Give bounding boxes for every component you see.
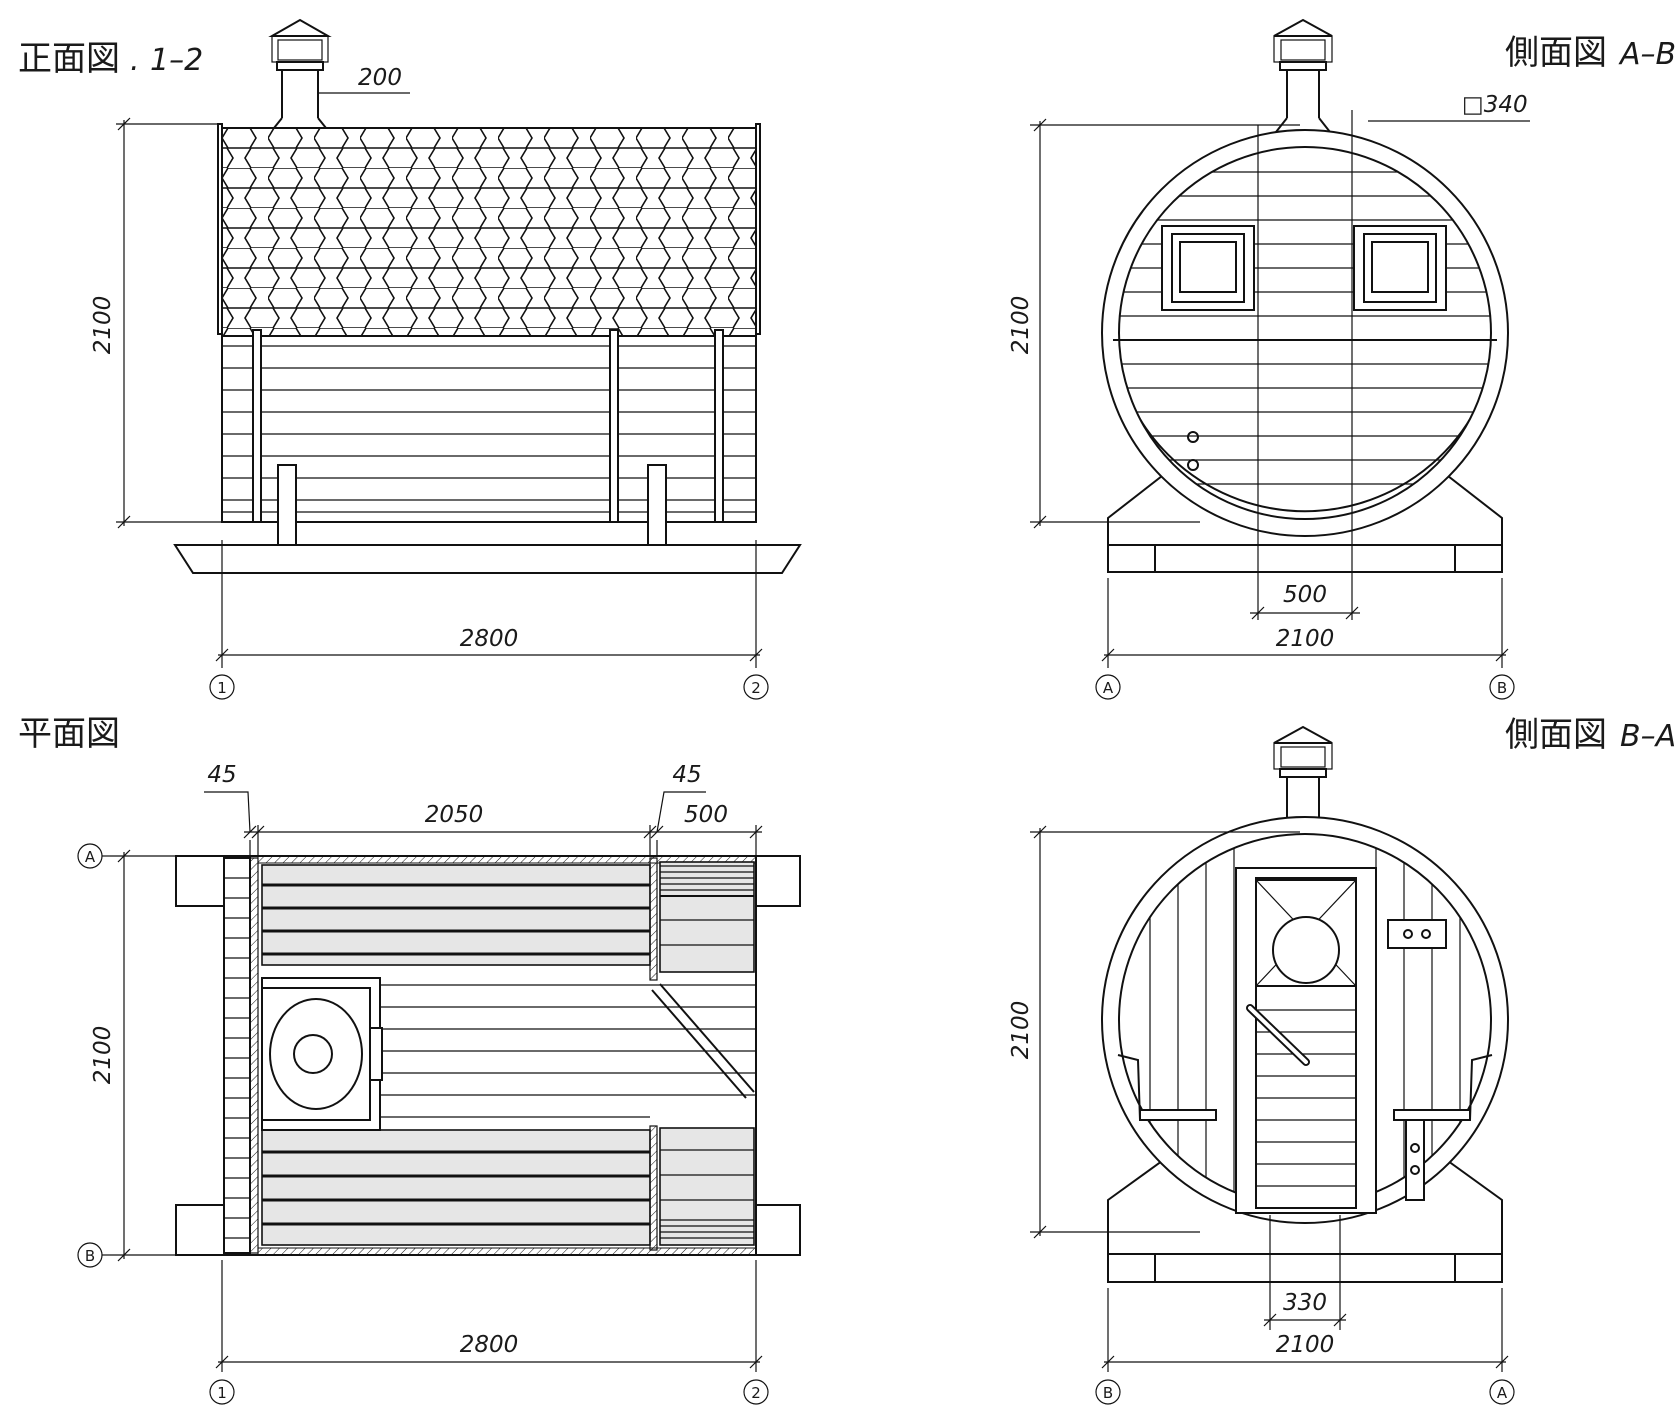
plan-axis-2: 2 [751, 1384, 761, 1402]
plan-axis-a: A [85, 848, 96, 866]
front-wall [221, 329, 757, 546]
side-ba-view: 2100 2100 330 B A [1008, 725, 1515, 1405]
side-ba-door-dim: 330 [1283, 1290, 1327, 1316]
side-ab-axis-b: B [1497, 679, 1507, 697]
side-ba-axis-a: A [1497, 1384, 1508, 1402]
side-ab-chimney-dim: □340 [1462, 92, 1528, 118]
plan-axis-b: B [85, 1247, 95, 1265]
plan-vestibule [659, 861, 755, 1246]
plan-view: 2100 A B 45 2050 45 500 [77, 762, 801, 1405]
side-ab-width-dim: 2100 [1276, 626, 1335, 652]
plan-height-dim: 2100 [90, 1026, 116, 1085]
side-ba-height-dim: 2100 [1008, 1001, 1034, 1060]
side-ba-axis-b: B [1103, 1384, 1113, 1402]
plan-wall-dim-left: 45 [207, 762, 236, 788]
front-view-title: 正面図 . 1–2 [18, 39, 203, 79]
side-ab-title-axes: A–B [1618, 37, 1676, 72]
front-height-dim: 2100 [90, 296, 116, 355]
side-ba-title-text: 側面図 [1505, 715, 1607, 755]
side-ab-dimensions: 2100 2100 500 □340 A B [1008, 92, 1530, 700]
plan-bench-top [261, 864, 651, 966]
plan-vestibule-dim: 500 [684, 802, 728, 828]
plan-floor [380, 984, 756, 1118]
plan-axis-1: 1 [217, 1384, 227, 1402]
side-ab-window-right [1353, 225, 1447, 311]
plan-title-text: 平面図 [18, 714, 120, 754]
front-width-dim: 2800 [460, 626, 519, 652]
plan-width-dim: 2800 [460, 1332, 519, 1358]
chimney-front [268, 18, 332, 129]
plan-view-title: 平面図 [18, 714, 120, 754]
front-view-title-text: 正面図 [18, 39, 120, 79]
side-ba-title-axes: B–A [1620, 719, 1676, 754]
front-base [173, 544, 802, 574]
side-ba-dimensions: 2100 2100 330 B A [1008, 825, 1515, 1405]
side-ab-window-left [1161, 225, 1255, 311]
chimney-side-ab [1273, 18, 1333, 133]
front-dimensions: 2100 2800 200 1 2 [90, 65, 769, 700]
plan-partition [649, 857, 755, 1251]
side-ab-view-title: 側面図 A–B [1505, 33, 1676, 73]
roof-shingles [221, 127, 757, 337]
front-axis-1: 1 [217, 679, 227, 697]
side-ab-offset-dim: 500 [1283, 582, 1327, 608]
side-ba-width-dim: 2100 [1276, 1332, 1335, 1358]
front-chimney-dim: 200 [358, 65, 402, 91]
side-ab-title-text: 側面図 [1505, 33, 1607, 73]
side-ab-axis-a: A [1103, 679, 1114, 697]
plan-bench-bottom [261, 1129, 651, 1246]
front-view-title-sep: . [130, 43, 140, 78]
plan-stove [261, 977, 383, 1131]
plan-end-wall [223, 857, 259, 1254]
front-view: 2100 2800 200 1 2 [90, 18, 802, 700]
plan-room-dim: 2050 [425, 802, 484, 828]
side-ab-view: 2100 2100 500 □340 A B [1008, 18, 1530, 700]
side-ab-height-dim: 2100 [1008, 296, 1034, 355]
plan-dimensions: 2100 A B 45 2050 45 500 [77, 762, 769, 1405]
front-axis-2: 2 [751, 679, 761, 697]
side-ba-door [1235, 867, 1377, 1214]
front-view-title-axes: 1–2 [150, 43, 203, 78]
side-ba-view-title: 側面図 B–A [1505, 715, 1676, 755]
plan-wall-dim-right: 45 [672, 762, 701, 788]
